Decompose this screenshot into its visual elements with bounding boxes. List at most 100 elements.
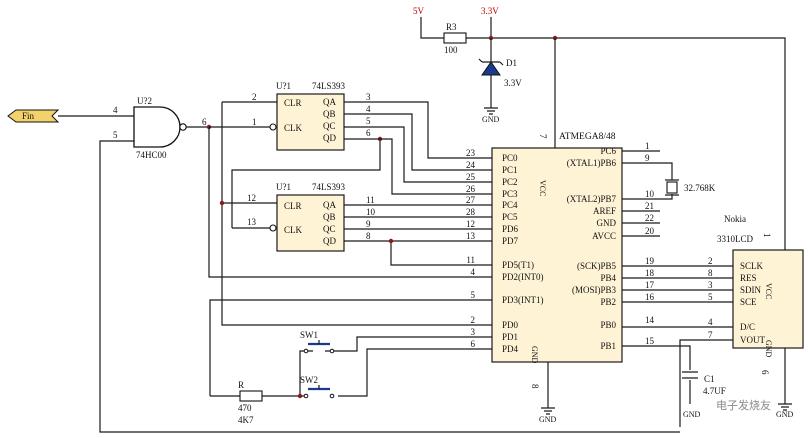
wire-xtal2: [622, 194, 673, 200]
lcd-pin-number: 3: [708, 280, 713, 290]
mcu-pin-number: 12: [466, 219, 475, 229]
mcu-pin-name: PD2(INT0): [502, 272, 544, 282]
label-counter2-ref: U?1: [276, 182, 291, 192]
wire-pd1-sw1: [338, 336, 492, 352]
counter-output-label: QC: [323, 224, 336, 234]
mcu-pin-name: AVCC: [592, 231, 616, 241]
wire-xtal1: [622, 162, 673, 180]
mcu-pin-number: 25: [466, 172, 476, 182]
mcu-pin-name: PD7: [502, 236, 519, 246]
label-counter2-clr: CLR: [284, 201, 302, 211]
label-5v: 5V: [413, 6, 425, 16]
sw2-contact-left: [303, 393, 309, 399]
sw1-contact-left: [303, 348, 309, 354]
junction-qd2: [388, 238, 394, 244]
mcu-pin-name: AREF: [593, 206, 616, 216]
mcu-pin-number: 17: [645, 280, 655, 290]
counter-output-pin: 4: [366, 104, 371, 114]
counter-output-label: QC: [323, 121, 336, 131]
junction-clear: [219, 200, 225, 206]
counter-output-pin: 11: [366, 195, 375, 205]
mcu-pin-number: 14: [645, 315, 655, 325]
label-mcu-vcc: VCC: [538, 180, 547, 196]
label-fin: Fin: [22, 111, 35, 121]
wire-pd4-sw2: [338, 348, 492, 397]
mcu-pin-number: 18: [645, 268, 655, 278]
pin-counter1-clr: 2: [252, 92, 257, 102]
mcu-pin-name: (XTAL1)PB6: [567, 158, 617, 168]
mcu-pin-number: 10: [645, 189, 655, 199]
label-counter1-ref: U?1: [276, 81, 291, 91]
mcu-pin-number: 22: [645, 213, 654, 223]
pin-lcd-gnd: 6: [760, 370, 770, 375]
mcu-pin-number: 27: [466, 195, 476, 205]
label-counter1-clr: CLR: [284, 98, 302, 108]
lcd-pin-name: SCLK: [740, 261, 764, 271]
counter-output-pin: 9: [366, 219, 371, 229]
label-gnd-d1: GND: [482, 115, 500, 124]
mcu-pin-number: 6: [471, 339, 476, 349]
mcu-pin-number: 4: [471, 267, 476, 277]
mcu-pin-number: 9: [645, 153, 650, 163]
label-cap-ref: C1: [704, 374, 715, 384]
label-sw1: SW1: [300, 330, 318, 340]
nand-gate-body: [133, 106, 181, 148]
lcd-pin-number: 5: [708, 292, 713, 302]
lcd-pin-name: RES: [740, 273, 757, 283]
label-d1: D1: [506, 58, 517, 68]
lcd-pin-number: 4: [708, 317, 713, 327]
watermark-text: 电子发烧友: [716, 398, 771, 412]
pin-nand-b: 5: [113, 130, 118, 140]
mcu-pin-number: 13: [466, 231, 476, 241]
counter-output-label: QA: [323, 97, 336, 107]
mcu-pin-name: (XTAL2)PB7: [567, 194, 617, 204]
label-gnd-lcd: GND: [776, 410, 794, 419]
lcd-pin-name: SCE: [740, 297, 757, 307]
label-lcd-gnd: GND: [764, 340, 773, 358]
mcu-pin-name: PD6: [502, 224, 519, 234]
counter1-clk-bubble: [269, 123, 277, 131]
crystal: [666, 181, 678, 194]
mcu-pin-name: PC4: [502, 200, 518, 210]
mcu-pin-name: PB1: [600, 341, 616, 351]
wire-c1-qc: [344, 126, 492, 183]
crystal-plates: [665, 179, 679, 196]
wire-r-to-pd3: [209, 299, 492, 396]
label-3v3: 3.3V: [481, 6, 499, 16]
pin-nand-y: 6: [202, 117, 207, 127]
lcd-pin-name: SDIN: [740, 285, 762, 295]
sw1-contact-right: [329, 348, 335, 354]
wire-c1-qa: [344, 101, 492, 159]
counter-output-pin: 5: [366, 116, 371, 126]
mcu-pin-number: 1: [645, 141, 650, 151]
mcu-pin-name: (MOSI)PB3: [572, 285, 617, 295]
label-counter1-clk: CLK: [284, 123, 303, 133]
label-lcd-vcc: VCC: [764, 283, 773, 299]
wire-vout: [679, 339, 733, 427]
module-lcd: [732, 249, 804, 349]
label-r3-value: 100: [444, 45, 458, 55]
pin-nand-a: 4: [113, 105, 118, 115]
pin-mcu-gnd: 8: [530, 384, 540, 389]
label-resistor-val1: 470: [238, 403, 252, 413]
lcd-pin-number: 2: [708, 256, 713, 266]
mcu-pin-name: PC6: [600, 146, 616, 156]
ground-mcu-symbol: [541, 407, 555, 415]
mcu-pin-number: 21: [645, 201, 654, 211]
mcu-pin-name: PD0: [502, 320, 519, 330]
wire-nand-in-b-loop: [99, 140, 680, 433]
mcu-pin-number: 5: [471, 290, 476, 300]
counter-output-label: QB: [323, 109, 336, 119]
input-port-fin: [7, 109, 60, 123]
mcu-pin-name: PD4: [502, 344, 519, 354]
pin-counter2-clr: 12: [247, 193, 256, 203]
capacitor-c1: [682, 371, 698, 379]
mcu-pin-name: PB2: [600, 297, 616, 307]
label-crystal: 32.768K: [684, 183, 716, 193]
label-nand-part: 74HC00: [136, 150, 167, 160]
mcu-pin-number: 28: [466, 207, 476, 217]
